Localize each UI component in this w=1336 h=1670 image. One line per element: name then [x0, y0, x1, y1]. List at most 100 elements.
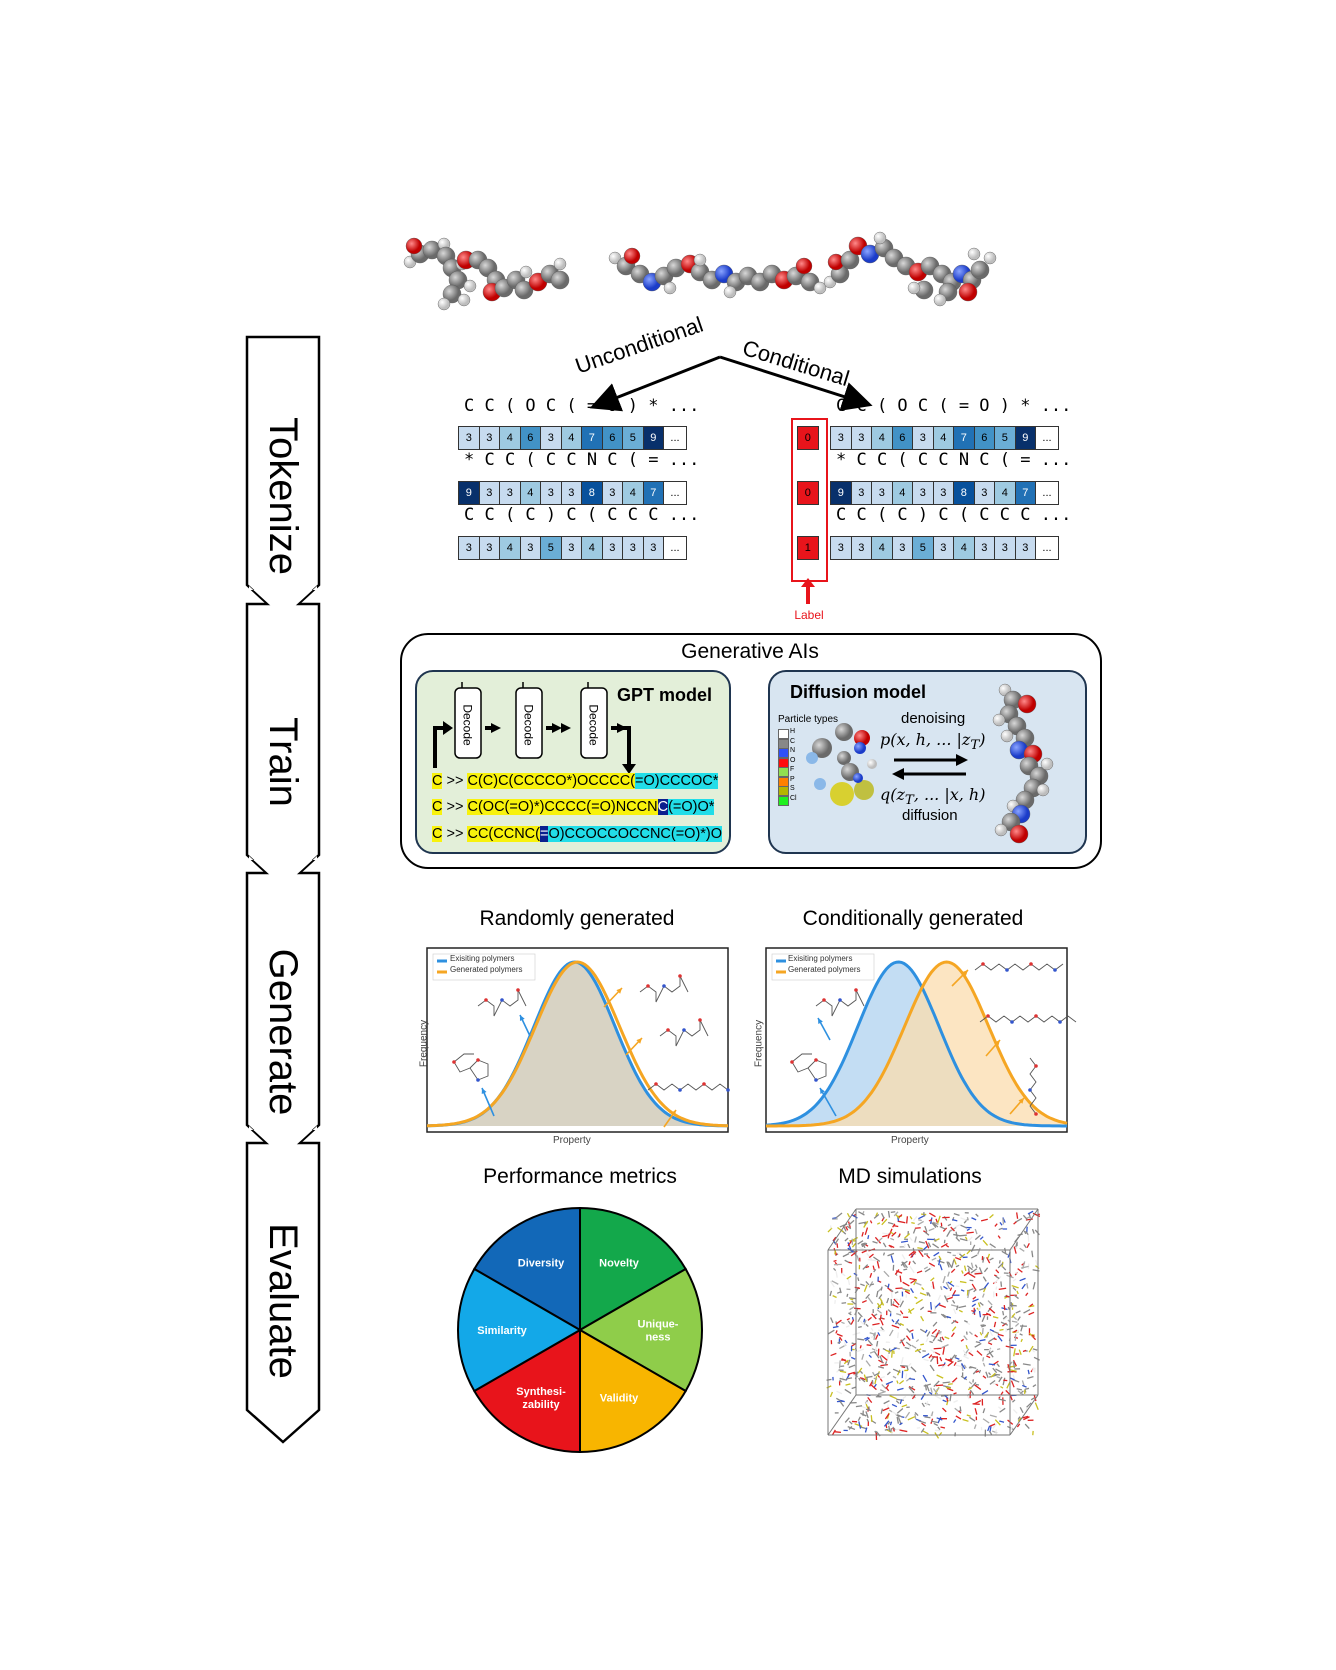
q-expression-sub: T [904, 793, 914, 809]
token-cell: 3 [520, 537, 541, 559]
denoising-label: denoising [901, 710, 966, 727]
conditional-token-chars: C C ( O C ( = O ) * ... [836, 396, 1072, 416]
label-caption: Label [794, 608, 824, 622]
token-cell: 7 [582, 427, 603, 449]
polymer-molecules [403, 231, 997, 311]
metric-slice [472, 1206, 581, 1332]
token-cell: 3 [602, 537, 623, 559]
metric-label: Validity [600, 1393, 639, 1405]
token-cell: 9 [1015, 427, 1036, 449]
denoised-molecule [992, 683, 1054, 844]
token-cell: 3 [623, 537, 644, 559]
diffusion-model-title: Diffusion model [790, 682, 926, 702]
token-cell: 3 [831, 537, 852, 559]
generative-ais-panel [400, 633, 1102, 869]
metric-label: zability [522, 1399, 560, 1411]
token-cell: 3 [561, 482, 582, 504]
stage-arrow-train [245, 602, 321, 890]
gpt-model-title: GPT model [617, 685, 713, 705]
metric-slice [578, 1267, 703, 1393]
token-cell: 4 [933, 427, 954, 449]
token-cell: 3 [892, 537, 913, 559]
token-cell: 3 [459, 427, 480, 449]
conditional-legend-generated: Generated polymers [788, 965, 861, 974]
metric-label: Diversity [518, 1257, 565, 1269]
token-cell: 6 [892, 427, 913, 449]
molecule-2 [608, 247, 827, 299]
token-cell: 3 [851, 427, 872, 449]
random-ylabel: Frequency [418, 1019, 430, 1068]
random-legend-existing: Exisiting polymers [450, 954, 515, 963]
label-token: 1 [797, 536, 819, 560]
token-cell: 4 [954, 537, 975, 559]
diffusion-label: diffusion [902, 807, 958, 824]
token-cell: 6 [602, 427, 623, 449]
token-cell: ... [1036, 482, 1058, 504]
token-cell: 5 [623, 427, 644, 449]
smiles-start-token: C [432, 799, 443, 815]
particle-symbol: F [790, 766, 795, 773]
unconditional-token-chars: C C ( C ) C ( C C C ... [464, 505, 700, 525]
unconditional-token-chars: * C C ( C C N C ( = ... [464, 450, 700, 470]
token-cell: ... [1036, 427, 1058, 449]
token-cell: ... [664, 427, 686, 449]
q-expression-text-a: q(z [880, 785, 905, 804]
q-expression: q(zT, ... |x, h) [880, 785, 985, 808]
metric-label: Unique- [638, 1319, 679, 1331]
metric-slice [579, 1328, 688, 1454]
token-cell: 5 [541, 537, 562, 559]
label-up-arrow-icon [801, 578, 815, 604]
metric-label: Synthesi- [516, 1386, 566, 1398]
smiles-line: C >> C(OC(=O)*)CCCC(=O)NCCNC(=O)O* [432, 799, 715, 815]
smiles-separator: >> [442, 826, 468, 842]
md-simulation-box [826, 1208, 1041, 1441]
metric-slice [579, 1206, 688, 1332]
particle-symbol: Cl [790, 794, 797, 802]
label-cell: 0 [798, 482, 818, 504]
conditional-token-chars: C C ( C ) C ( C C C ... [836, 505, 1072, 525]
molecule-1 [403, 237, 570, 311]
particle-swatch [778, 795, 789, 806]
conditionally-generated-title: Conditionally generated [802, 907, 1024, 930]
conditional-legend-existing: Exisiting polymers [788, 954, 853, 963]
smiles-fragment: C(OC(=O)*)CCCC(=O)NCCN [467, 799, 658, 815]
conditional-ylabel: Frequency [753, 1019, 765, 1068]
gpt-decoder-stack [433, 682, 636, 774]
token-cell: 4 [500, 537, 521, 559]
random-legend-generated: Generated polymers [450, 965, 523, 974]
smiles-fragment: =O)CCCOC* [635, 773, 719, 789]
random-xlabel: Property [553, 1135, 591, 1146]
particle-symbol: H [790, 728, 796, 735]
metric-label: Similarity [477, 1325, 527, 1337]
smiles-separator: >> [442, 799, 468, 815]
molecule-3 [823, 231, 997, 307]
conditional-xlabel: Property [891, 1135, 929, 1146]
token-cell: 3 [479, 482, 500, 504]
smiles-start-token: C [432, 826, 443, 842]
token-cell: 3 [831, 427, 852, 449]
smiles-start-token: C [432, 773, 443, 789]
label-cell: 1 [798, 537, 818, 559]
token-cell: 4 [582, 537, 603, 559]
md-simulations-title: MD simulations [838, 1165, 982, 1188]
q-expression-text-b: , ... |x, h) [913, 785, 986, 804]
token-cell: ... [1036, 537, 1058, 559]
smiles-line: C >> CC(CCNC(=O)CCOCCOCCNC(=O)*)O [432, 826, 723, 842]
token-cell: 4 [623, 482, 644, 504]
token-cell: 3 [974, 537, 995, 559]
particle-symbol: O [790, 756, 796, 764]
generative-ais-title: Generative AIs [681, 640, 819, 663]
stage-arrow-evaluate [245, 1141, 321, 1444]
metric-label: Novelty [599, 1257, 640, 1269]
token-cell: 4 [872, 537, 893, 559]
token-cell: 3 [913, 482, 934, 504]
token-cell: 3 [479, 427, 500, 449]
token-cell: 8 [582, 482, 603, 504]
